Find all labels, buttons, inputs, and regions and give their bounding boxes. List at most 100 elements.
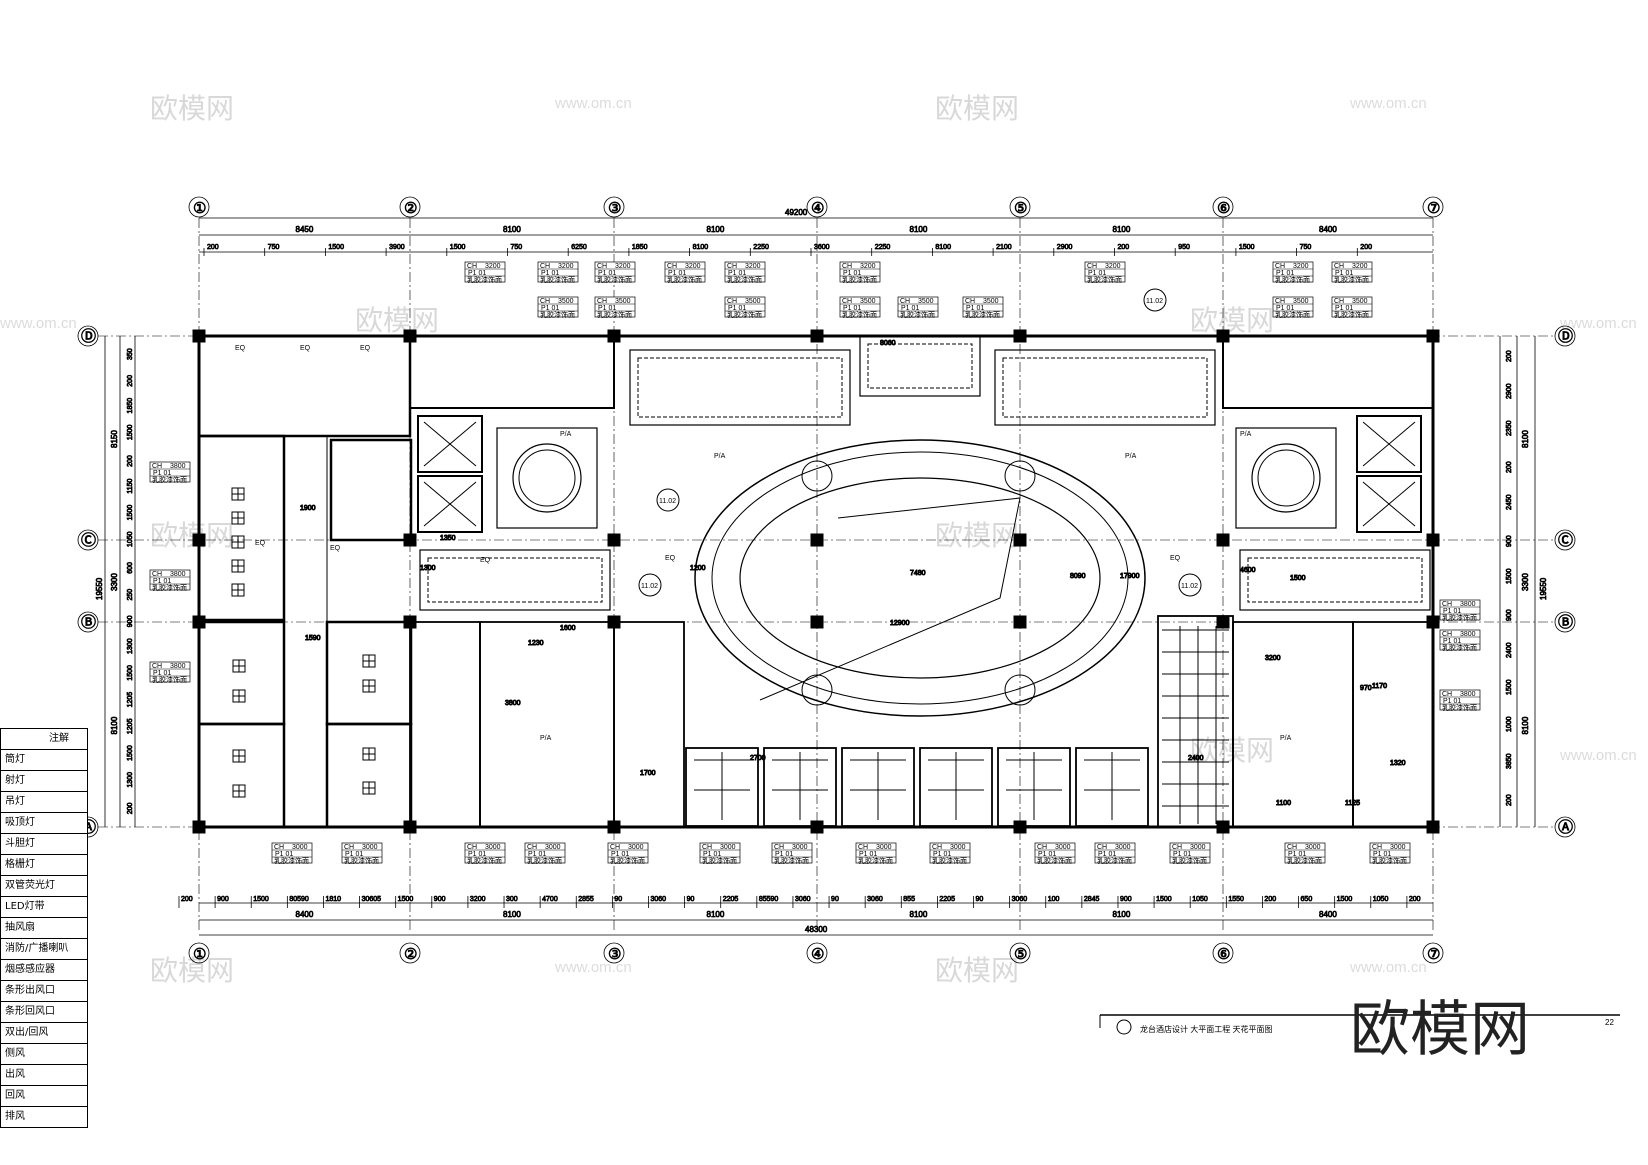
dim-top-bay: 8100 xyxy=(707,225,725,234)
grid-bubble xyxy=(1554,529,1576,551)
grid-bubble xyxy=(399,196,421,218)
tag-code: P1 01 xyxy=(703,851,721,858)
tag-finish: 乳胶漆饰面 xyxy=(774,856,809,865)
tag-finish: 乳胶漆饰面 xyxy=(610,856,645,865)
detail-callout xyxy=(638,573,662,597)
legend-row: 侧风 xyxy=(1,1044,87,1065)
dim-bottom-total: 48300 xyxy=(805,925,828,934)
tag-frame xyxy=(1284,842,1326,864)
dim-bottom-sub: 3200 xyxy=(470,896,486,903)
tag-finish: 乳胶漆饰面 xyxy=(842,310,877,319)
tag-height: 3200 xyxy=(1352,263,1368,270)
grid-bubble xyxy=(1009,942,1031,964)
grid-label-row: Ⓓ xyxy=(1558,328,1573,345)
grid-label-row: Ⓒ xyxy=(81,532,96,549)
tag-frame xyxy=(1034,842,1076,864)
dome-ceiling xyxy=(512,443,582,513)
grid-bubble xyxy=(806,942,828,964)
tag-finish: 乳胶漆饰面 xyxy=(152,675,187,684)
tag-code: P1 01 xyxy=(1038,851,1056,858)
detail-callout xyxy=(1178,573,1202,597)
tag-frame xyxy=(771,842,813,864)
elevator-cross xyxy=(1362,481,1416,527)
dim-left-sub: 1150 xyxy=(127,478,134,493)
tag-frame xyxy=(1439,629,1481,651)
dim-right-part: 3300 xyxy=(1521,573,1530,591)
ceiling-coffer-inner xyxy=(1002,357,1208,418)
ceiling-coffer-inner xyxy=(637,357,843,418)
legend-row: 烟感感应器 xyxy=(1,960,87,981)
dim-top-sub: 200 xyxy=(207,244,219,251)
dim-top-bay: 8100 xyxy=(910,225,928,234)
dim-bottom-sub: 855 xyxy=(903,896,915,903)
dim-bottom-sub: 2205 xyxy=(939,896,955,903)
dim-right-sub: 2400 xyxy=(1506,642,1513,658)
dim-bottom-sub: 1550 xyxy=(1228,896,1244,903)
tag-ch: CH xyxy=(467,844,477,851)
dim-bottom-sub: 900 xyxy=(1120,896,1132,903)
dim-top-sub: 200 xyxy=(1118,244,1130,251)
tag-ch: CH xyxy=(1037,844,1047,851)
structural-column xyxy=(607,533,621,547)
tag-frame xyxy=(271,842,313,864)
grid-bubble xyxy=(603,942,625,964)
legend-title: 注解 xyxy=(1,729,87,750)
tag-code: P1 01 xyxy=(966,305,984,312)
dim-bottom-sub: 1500 xyxy=(1156,896,1172,903)
tag-height: 3200 xyxy=(485,263,501,270)
tag-code: P1 01 xyxy=(859,851,877,858)
legend-row: 双出/回风 xyxy=(1,1023,87,1044)
grid-label-row: Ⓑ xyxy=(81,614,96,631)
dim-top-sub: 2250 xyxy=(875,244,891,251)
ceiling-coffer xyxy=(629,349,851,426)
tag-height: 3500 xyxy=(860,298,876,305)
tag-height: 3000 xyxy=(876,844,892,851)
structural-column xyxy=(810,533,824,547)
grid-bubble xyxy=(188,942,210,964)
tag-height: 3000 xyxy=(1305,844,1321,851)
grid-bubble xyxy=(77,325,99,347)
tag-code: P1 01 xyxy=(1443,608,1461,615)
room-dimension: 1300 xyxy=(420,565,436,572)
ballroom-edge-line xyxy=(759,497,1021,701)
ceiling-coffer-inner xyxy=(867,343,973,389)
dim-bottom-bay: 8400 xyxy=(296,910,314,919)
dim-right-sub: 2350 xyxy=(1506,420,1513,436)
dim-left-sub: 1300 xyxy=(127,638,134,654)
eq-mark: EQ xyxy=(480,557,491,564)
ceiling-coffer xyxy=(859,335,981,397)
dim-top-sub: 750 xyxy=(1300,244,1312,251)
tag-code: P1 01 xyxy=(275,851,293,858)
room-dimension: 1900 xyxy=(300,505,316,512)
dim-bottom-sub: 2855 xyxy=(578,896,594,903)
tag-height: 3000 xyxy=(720,844,736,851)
legend-row: 条形出风口 xyxy=(1,981,87,1002)
tag-finish: 乳胶漆饰面 xyxy=(467,275,502,284)
room-wall xyxy=(1352,621,1434,828)
grid-bubble xyxy=(1212,942,1234,964)
eq-mark: EQ xyxy=(330,545,341,552)
watermark-logo: 欧模网 xyxy=(355,304,439,337)
structural-column xyxy=(1013,533,1027,547)
dim-bottom-bay: 8100 xyxy=(1113,910,1131,919)
dim-left-sub: 350 xyxy=(127,348,134,360)
tag-height: 3200 xyxy=(685,263,701,270)
dim-right-sub: 900 xyxy=(1506,609,1513,621)
tag-finish: 乳胶漆饰面 xyxy=(344,856,379,865)
tag-code: P1 01 xyxy=(541,305,559,312)
room-dimension: 4600 xyxy=(1240,567,1256,574)
legend-row: 斗胆灯 xyxy=(1,834,87,855)
dome-ceiling-inner xyxy=(1257,449,1315,507)
dim-bottom-bay: 8100 xyxy=(910,910,928,919)
room-dimension: 8090 xyxy=(1070,573,1086,580)
tag-finish: 乳胶漆饰面 xyxy=(1275,275,1310,284)
north-icon xyxy=(1116,1019,1132,1035)
tag-finish: 乳胶漆饰面 xyxy=(1037,856,1072,865)
dim-bottom-sub: 3060 xyxy=(650,896,666,903)
